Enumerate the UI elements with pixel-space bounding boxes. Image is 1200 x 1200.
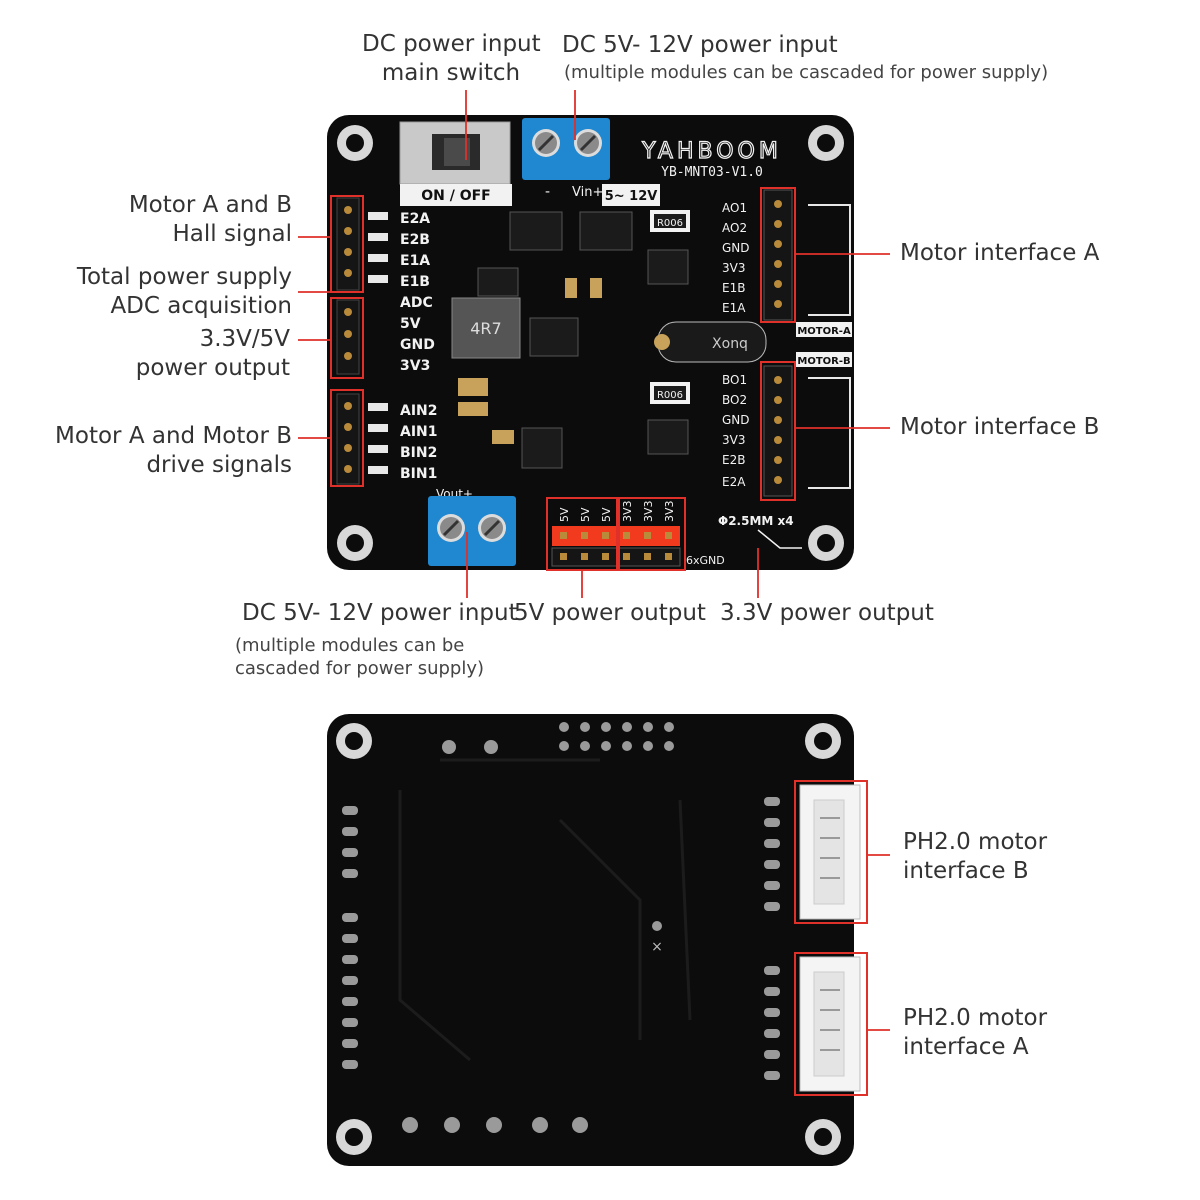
pin-label-gnd: GND (400, 337, 435, 353)
callout-dc-input-top-note: (multiple modules can be cascaded for po… (564, 62, 1049, 83)
callout-ph-interface-b-line2: interface B (903, 858, 1029, 884)
leader-lines-top (298, 90, 890, 598)
motor-b-pin-bo1: BO1 (722, 373, 747, 387)
callout-ph-interface-a: PH2.0 motor interface A (903, 1004, 1047, 1062)
terminal-minus-label: - (545, 184, 550, 200)
callout-drive-signals-line2: drive signals (146, 452, 292, 478)
resistor-label-2: R006 (657, 390, 683, 401)
pin-label-3v3: 3V3 (400, 358, 430, 374)
motor-a-pin-labels: AO1 AO2 GND 3V3 E1B E1A (722, 201, 750, 315)
left-header-power (336, 299, 360, 375)
terminal-block-bottom[interactable] (428, 496, 516, 566)
pin-label-bin1: BIN1 (400, 466, 437, 482)
leader-lines-bottom (867, 854, 890, 1031)
callout-power-output: 3.3V/5V power output (136, 325, 290, 383)
brand-logo: YAHBOOM (641, 139, 782, 164)
motor-b-pin-e2a: E2A (722, 475, 746, 489)
inductor-label: 4R7 (470, 319, 501, 338)
motor-b-pin-labels: BO1 BO2 GND 3V3 E2B E2A (722, 373, 750, 489)
pin-label-ain2: AIN2 (400, 403, 438, 419)
callout-power-output-line1: 3.3V/5V (199, 326, 290, 352)
resistor-label-1: R006 (657, 218, 683, 229)
callout-hall-signal-line1: Motor A and B (128, 192, 292, 218)
ph-connector-a[interactable] (799, 956, 861, 1092)
motor-a-pin-ao2: AO2 (722, 221, 747, 235)
motor-b-label: MOTOR-B (797, 356, 850, 367)
pin-label-e1b: E1B (400, 274, 430, 290)
motor-a-pin-3v3: 3V3 (722, 261, 745, 275)
bottom-pcb (327, 714, 854, 1166)
pin-label-ain1: AIN1 (400, 424, 438, 440)
ic-chips (477, 211, 689, 469)
callout-power-output-line2: power output (135, 355, 290, 381)
callout-motor-interface-b: Motor interface B (900, 414, 1100, 440)
callout-motor-interface-a: Motor interface A (900, 240, 1100, 266)
motor-a-pin-gnd: GND (722, 241, 750, 255)
callout-drive-signals: Motor A and Motor B drive signals (55, 422, 292, 480)
motor-b-pin-bo2: BO2 (722, 393, 747, 407)
svg-text:×: × (651, 939, 663, 955)
motor-b-pin-e2b: E2B (722, 453, 745, 467)
ph-connector-b[interactable] (799, 784, 861, 920)
motor-a-pin-e1a: E1A (722, 301, 746, 315)
capacitor-label: Xonq (712, 336, 748, 352)
left-header-hall (336, 197, 360, 291)
motor-a-pin-ao1: AO1 (722, 201, 747, 215)
motor-a-pin-e1b: E1B (722, 281, 745, 295)
top-pcb (327, 115, 854, 570)
hole-spec-label: Φ2.5MM x4 (718, 514, 794, 528)
power-header-labels: 5V 5V 5V 3V3 3V3 3V3 (558, 500, 676, 522)
callout-adc-line1: Total power supply (76, 264, 292, 290)
inductor (451, 297, 521, 359)
pin-label-5v: 5V (400, 316, 421, 332)
callout-main-switch-line2: main switch (381, 60, 521, 86)
pin-label-e1a: E1A (400, 253, 430, 269)
callout-dc-input-bottom-note-2: cascaded for power supply) (235, 658, 485, 679)
pin-label-bin2: BIN2 (400, 445, 437, 461)
power-pin-label-5v-3: 5V (600, 507, 613, 522)
switch-label: ON / OFF (421, 188, 491, 204)
pin-label-e2b: E2B (400, 232, 430, 248)
bottom-board-diagram: × (327, 714, 890, 1166)
voltage-label: 5~ 12V (605, 189, 658, 204)
pin-label-adc: ADC (400, 295, 433, 311)
power-pin-label-5v-1: 5V (558, 507, 571, 522)
callout-dc-input-top: DC 5V- 12V power input (562, 32, 838, 58)
pin-label-e2a: E2A (400, 211, 430, 227)
solder-pads (342, 722, 780, 1133)
motor-b-header (763, 365, 793, 497)
callout-adc: Total power supply ADC acquisition (77, 263, 292, 321)
model-label: YB-MNT03-V1.0 (661, 165, 763, 180)
callout-ph-interface-a-line1: PH2.0 motor (903, 1005, 1048, 1031)
callout-dc-input-bottom-note-1: (multiple modules can be (235, 635, 465, 656)
callout-adc-line2: ADC acquisition (110, 293, 292, 319)
top-board-diagram: ON / OFF - Vin+ 5~ 12V YAHBOOM YB-MNT03-… (298, 90, 890, 598)
left-pin-labels: E2A E2B E1A E1B ADC 5V GND 3V3 AIN2 AIN1… (400, 211, 438, 482)
callout-hall-signal-line2: Hall signal (172, 221, 292, 247)
motor-a-label: MOTOR-A (797, 326, 851, 337)
callout-boxes-bottom (794, 780, 868, 1096)
motor-b-pin-3v3: 3V3 (722, 433, 745, 447)
terminal-vin-label: Vin+ (572, 185, 603, 200)
callout-main-switch: DC power input main switch (362, 30, 541, 88)
gnd-label: 6xGND (686, 554, 725, 567)
motor-a-header (763, 189, 793, 321)
motor-b-pin-gnd: GND (722, 413, 750, 427)
callout-ph-interface-b-line1: PH2.0 motor (903, 829, 1048, 855)
callout-5v-output: 5V power output (514, 600, 706, 626)
power-pin-label-5v-2: 5V (579, 507, 592, 522)
callout-main-switch-line1: DC power input (362, 31, 541, 57)
callout-3v3-output: 3.3V power output (720, 600, 934, 626)
callout-ph-interface-b: PH2.0 motor interface B (903, 828, 1047, 886)
callout-dc-input-bottom: DC 5V- 12V power input (242, 600, 518, 626)
callout-ph-interface-a-line2: interface A (903, 1034, 1029, 1060)
power-pin-label-3v3-1: 3V3 (621, 500, 634, 522)
callout-hall-signal: Motor A and B Hall signal (129, 191, 292, 249)
power-pin-label-3v3-2: 3V3 (642, 500, 655, 522)
left-header-drive (336, 393, 360, 485)
power-pin-label-3v3-3: 3V3 (663, 500, 676, 522)
callout-drive-signals-line1: Motor A and Motor B (55, 423, 292, 449)
